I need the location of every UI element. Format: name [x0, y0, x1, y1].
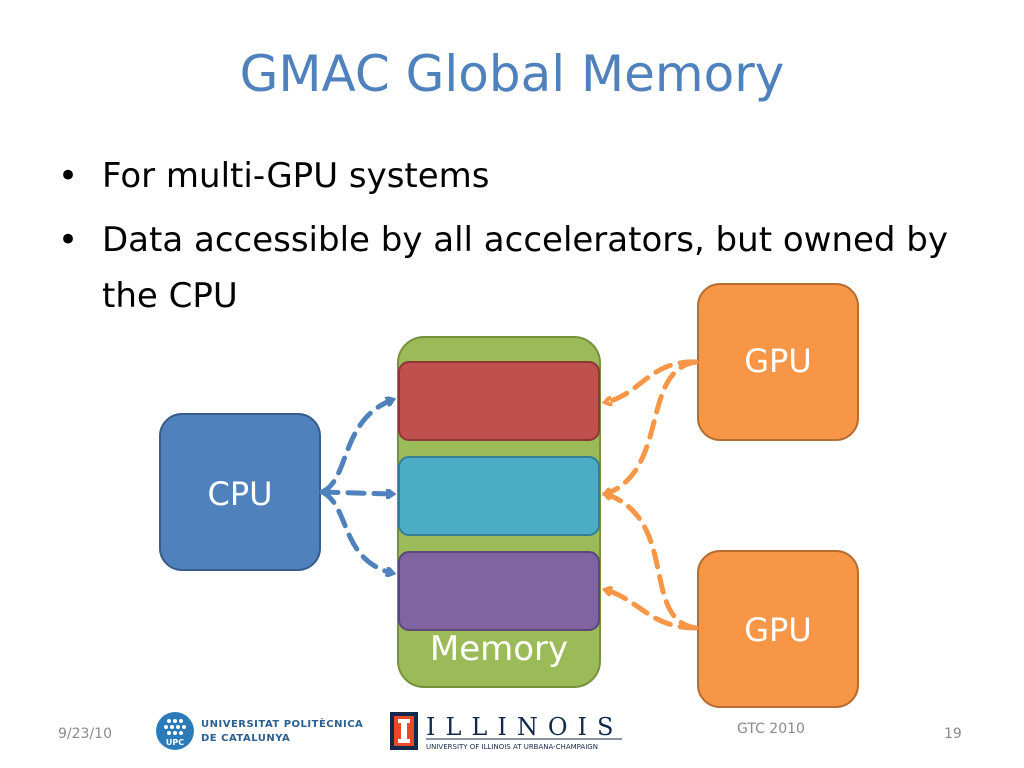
upc-logo-line2: DE CATALUNYA [201, 733, 290, 744]
upc-logo: UPC UNIVERSITAT POLITÈCNICA DE CATALUNYA [155, 710, 385, 752]
bullet-dot: • [58, 156, 79, 196]
bullet-text: Data accessible by all accelerators, but… [102, 220, 948, 316]
cpu-arrow-to-purple [319, 489, 392, 573]
gpu-top-arrow-to-red [606, 359, 699, 402]
illinois-logo: ILLINOIS UNIVERSITY OF ILLINOIS AT URBAN… [388, 710, 628, 754]
cpu-label: CPU [207, 475, 272, 513]
bullet-item: • For multi-GPU systems [58, 148, 978, 204]
gpu-bottom-arrow-to-purple [606, 590, 699, 631]
memory-block-teal [398, 456, 600, 536]
footer-event: GTC 2010 [737, 721, 805, 737]
bullet-text: For multi-GPU systems [102, 156, 490, 196]
memory-block-purple [398, 551, 600, 631]
cpu-arrow-to-red [319, 400, 392, 495]
upc-badge-text: UPC [166, 738, 184, 747]
bullet-item: • Data accessible by all accelerators, b… [58, 212, 982, 324]
bullet-dot: • [58, 220, 79, 260]
gpu-label-bottom: GPU [744, 611, 812, 649]
upc-logo-line1: UNIVERSITAT POLITÈCNICA [201, 717, 363, 730]
gpu-label-top: GPU [744, 342, 812, 380]
memory-block-red [398, 361, 600, 441]
bullet-list: • For multi-GPU systems • Data accessibl… [58, 148, 978, 332]
cpu-arrow-to-teal [319, 492, 392, 494]
gpu-top-arrow-to-teal [606, 359, 699, 494]
slide-title: GMAC Global Memory [239, 45, 785, 103]
memory-label: Memory [430, 629, 568, 669]
footer-date: 9/23/10 [58, 726, 112, 742]
illinois-subtitle: UNIVERSITY OF ILLINOIS AT URBANA-CHAMPAI… [426, 743, 598, 751]
footer-page-number: 19 [944, 726, 962, 742]
gpu-bottom-arrow-to-teal [606, 494, 699, 631]
illinois-wordmark: ILLINOIS [426, 713, 623, 741]
